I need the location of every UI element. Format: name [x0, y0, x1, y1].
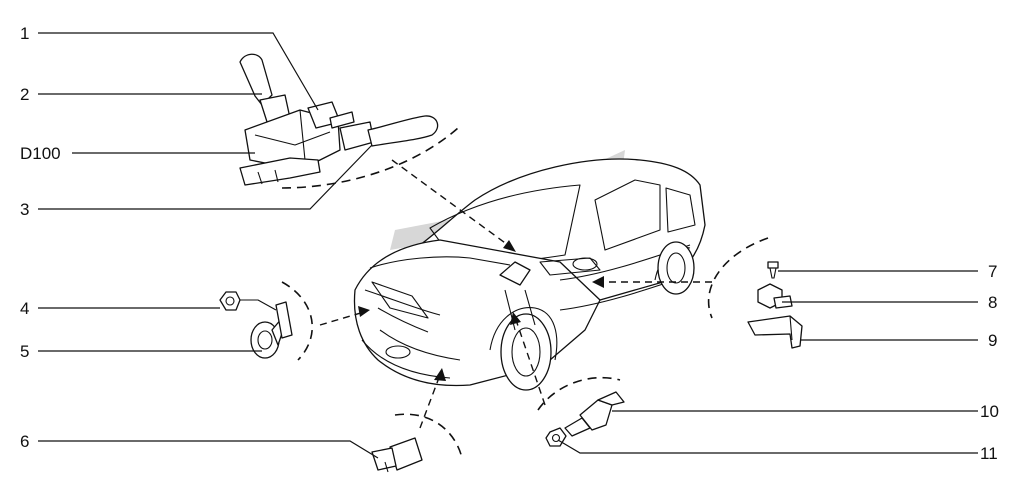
switch-bracket-assembly — [747, 261, 803, 349]
group-boundary-horn — [281, 281, 313, 361]
group-boundary-sensor — [537, 376, 621, 411]
callout-1: 1 — [20, 24, 29, 43]
horn-assembly — [219, 291, 293, 359]
callout-9: 9 — [988, 331, 997, 350]
callout-labels: 1 2 D100 3 4 5 6 7 8 9 10 11 — [20, 24, 999, 463]
callout-8: 8 — [988, 293, 997, 312]
car-illustration — [353, 158, 706, 391]
group-boundary-bracket — [707, 237, 769, 319]
callout-3: 3 — [20, 200, 29, 219]
sensor-assembly — [545, 391, 625, 447]
callout-6: 6 — [20, 432, 29, 451]
callout-4: 4 — [20, 299, 29, 318]
group-boundary-1 — [281, 127, 459, 189]
leader-lines — [38, 32, 978, 459]
callout-2: 2 — [20, 85, 29, 104]
callout-10: 10 — [980, 402, 999, 421]
dashed-arrows — [319, 159, 712, 429]
steering-column-switch-assembly — [239, 53, 439, 186]
lamp-socket — [371, 437, 423, 473]
group-boundary-lamp — [394, 413, 463, 459]
callout-7: 7 — [988, 262, 997, 281]
callout-5: 5 — [20, 342, 29, 361]
callout-d100: D100 — [20, 144, 61, 163]
callout-11: 11 — [980, 444, 998, 463]
